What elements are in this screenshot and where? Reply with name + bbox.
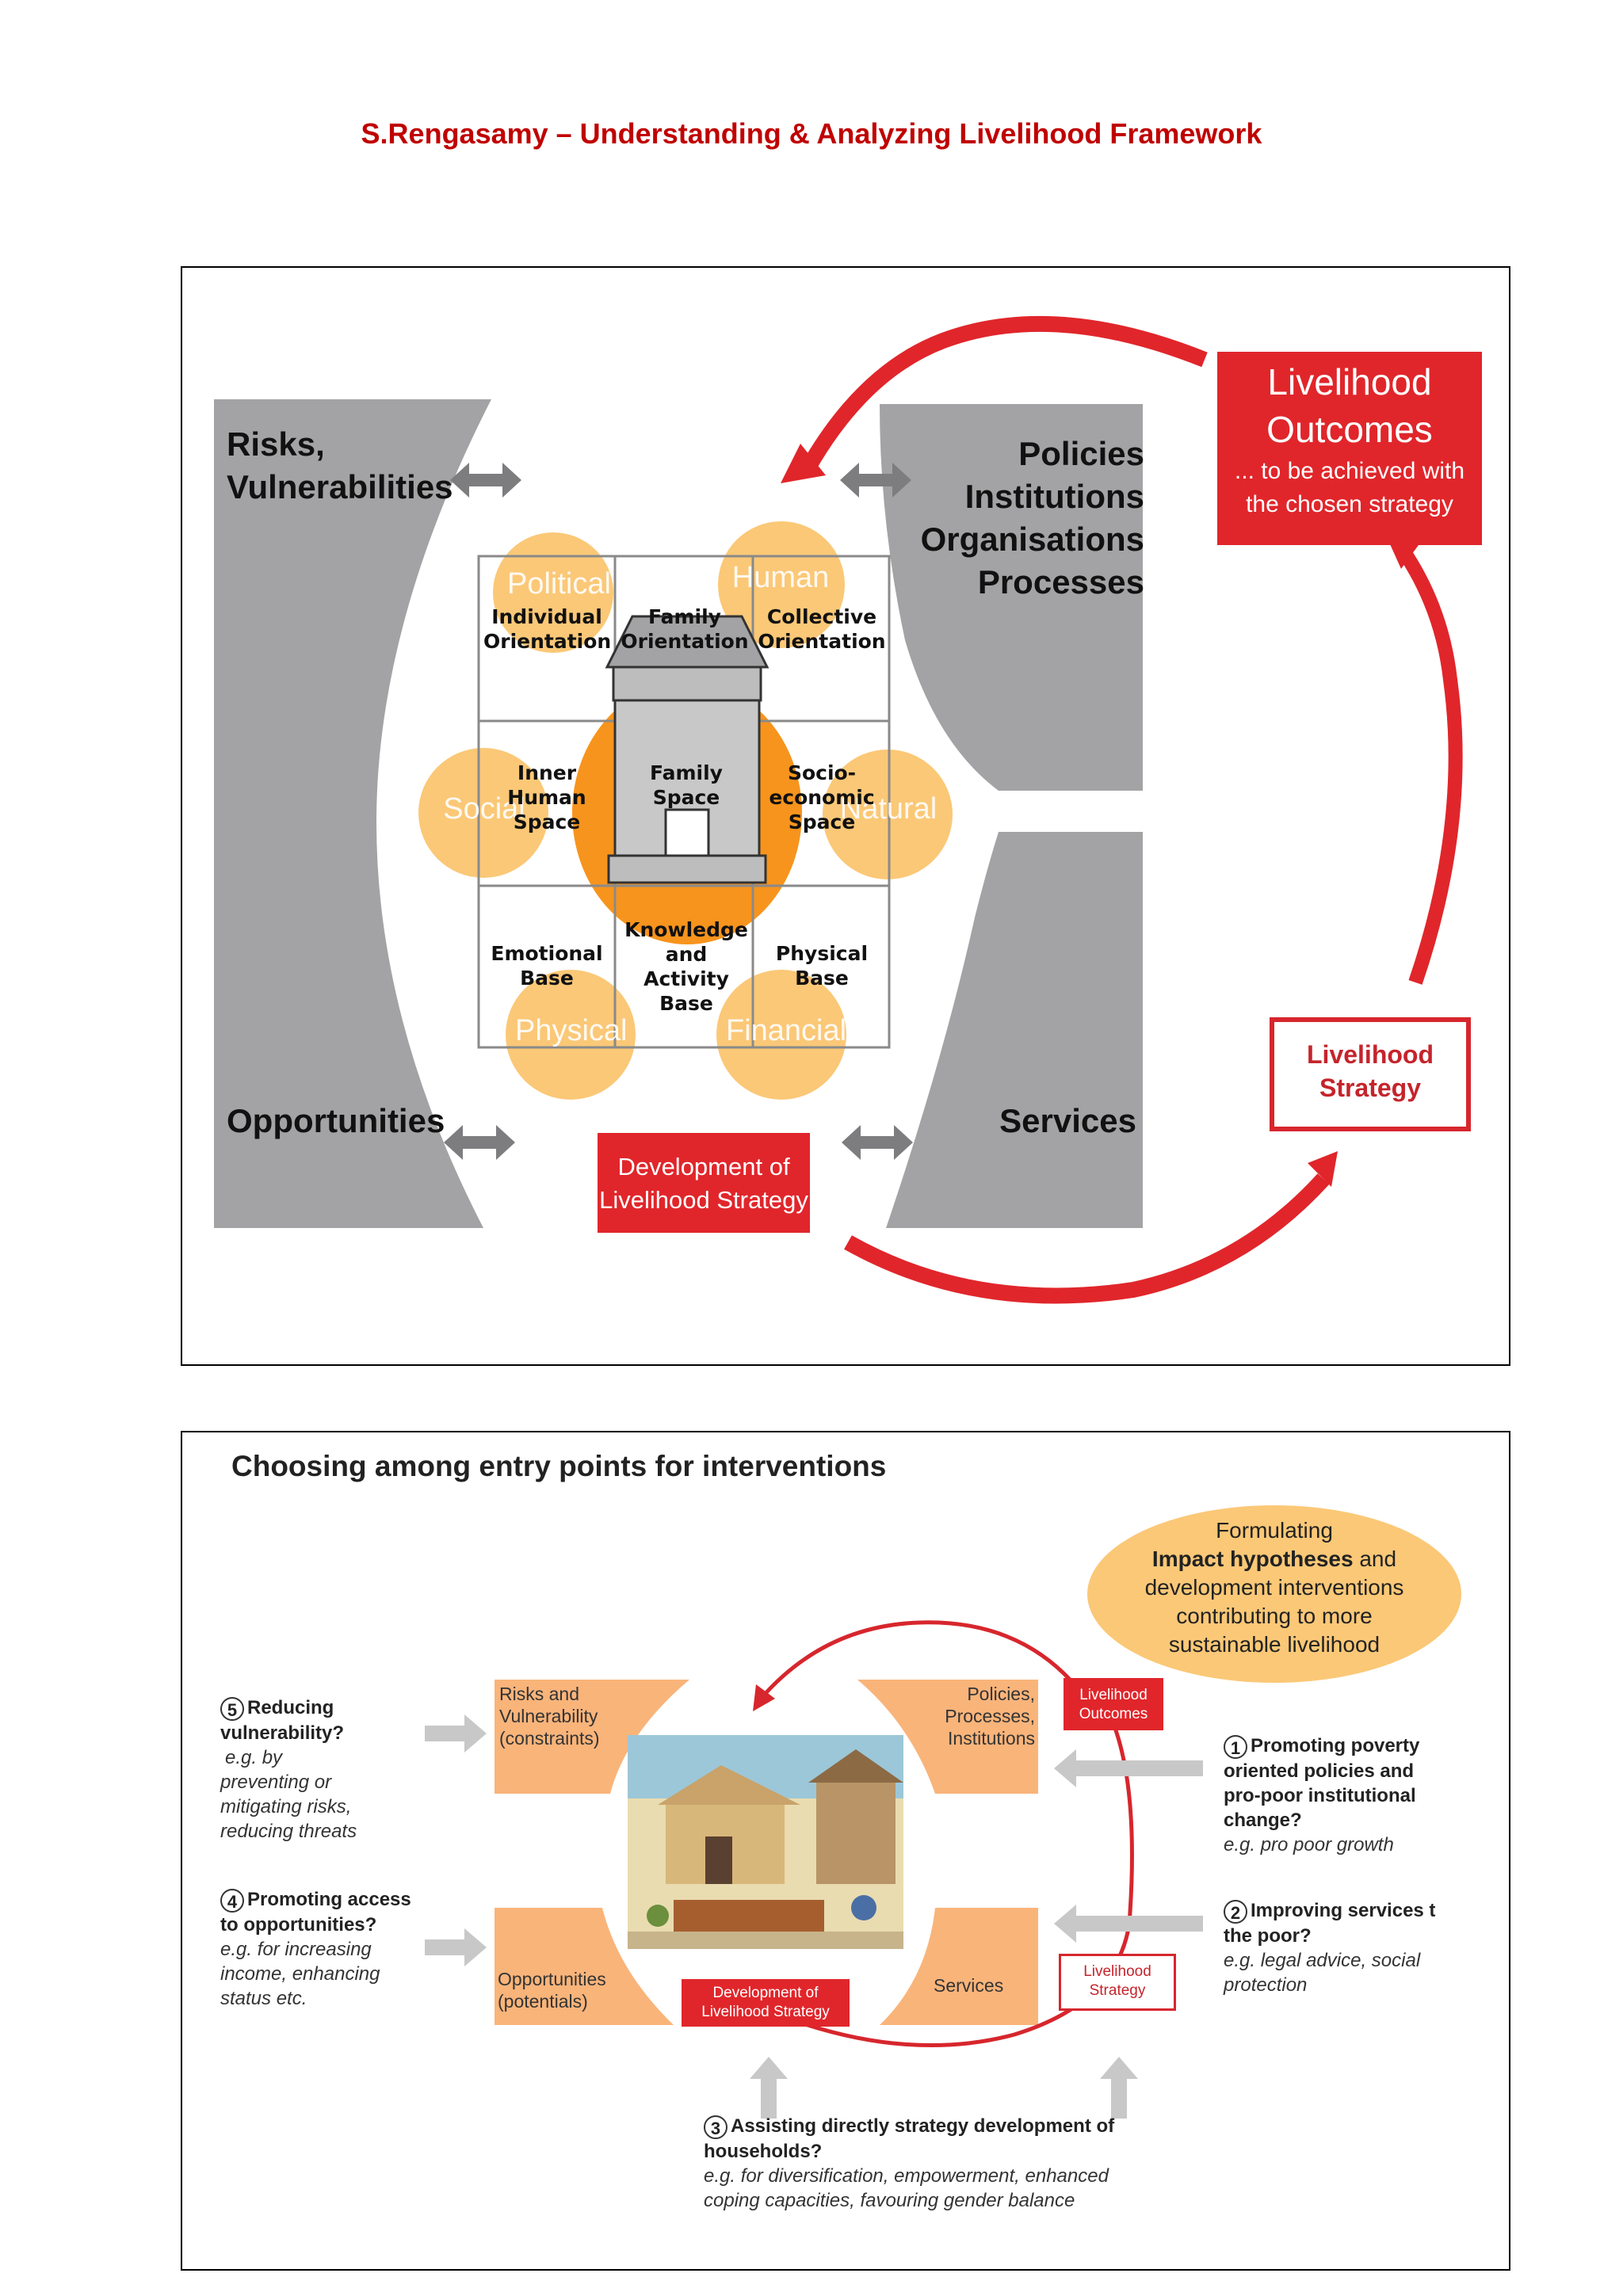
village-scene-image: [628, 1735, 903, 1949]
house-icon: [605, 615, 769, 884]
framework-graphic: [214, 315, 1463, 1304]
policies-processes-label: Policies,Processes,Institutions: [945, 1684, 1035, 1749]
natural-capital-label: Natural: [839, 792, 938, 826]
hypothesis-ellipse: [1087, 1505, 1461, 1683]
figure2-title: Choosing among entry points for interven…: [231, 1450, 887, 1482]
financial-capital-label: Financial: [726, 1014, 847, 1047]
impact-hypothesis-text: Formulating Impact hypotheses and develo…: [1144, 1518, 1404, 1657]
services-label: Services: [999, 1102, 1136, 1139]
figure-livelihood-framework: Risks,Vulnerabilities Opportunities Poli…: [181, 266, 1510, 1366]
arrow-outcome-to-center: [801, 315, 1208, 471]
framework-corners: [495, 1680, 1038, 2025]
opportunities-label: Opportunities: [227, 1102, 445, 1139]
political-capital-label: Political: [507, 567, 611, 601]
double-arrows: [444, 463, 913, 1160]
figure-entry-points: Choosing among entry points for interven…: [181, 1431, 1510, 2271]
opportunities-potentials-label: Opportunities(potentials): [498, 1969, 606, 2012]
services-panel: [886, 832, 1143, 1228]
entry-points-graphic: [425, 1505, 1461, 2119]
services-label-2: Services: [934, 1975, 1004, 1996]
arrow-development-to-strategy: [844, 1173, 1330, 1304]
human-capital-label: Human: [731, 561, 830, 594]
policies-panel: [880, 404, 1143, 791]
physical-capital-label: Physical: [515, 1014, 628, 1047]
page-title: S.Rengasamy – Understanding & Analyzing …: [361, 117, 1262, 150]
risks-label: Risks,Vulnerabilities: [227, 425, 453, 505]
capital-circles: [418, 521, 953, 1100]
social-capital-label: Social: [443, 792, 525, 826]
risks-panel: [214, 399, 491, 1228]
arrow-strategy-to-outcome: [1396, 545, 1463, 985]
entry-arrows: [425, 1714, 1203, 2119]
